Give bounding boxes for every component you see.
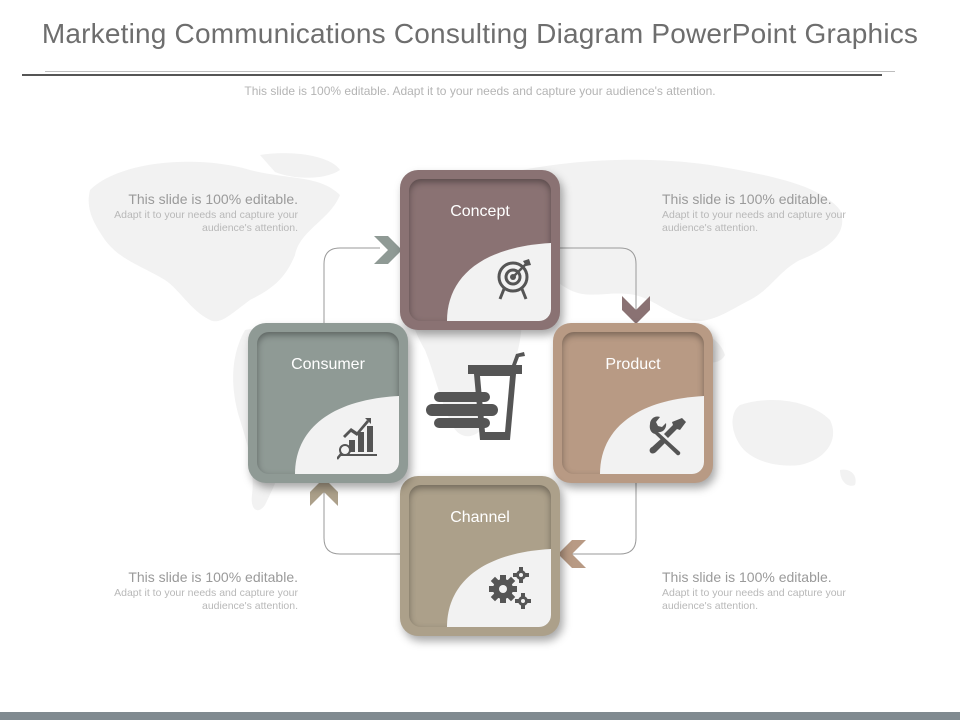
card-consumer: Consumer [248,323,408,483]
chart-magnifier-icon [337,418,377,460]
note-body: Adapt it to your needs and capture your … [114,209,298,234]
note-top-left: This slide is 100% editable. Adapt it to… [98,191,298,235]
note-title: This slide is 100% editable. [662,191,832,207]
title-rule-dark [22,74,882,76]
card-label: Channel [450,509,510,526]
note-title: This slide is 100% editable. [662,569,832,585]
chevron-up-icon [310,478,338,506]
chevron-right-icon [374,236,402,264]
tools-icon [649,416,686,456]
slide-title: Marketing Communications Consulting Diag… [41,18,919,49]
chevron-left-icon [558,540,586,568]
note-title: This slide is 100% editable. [128,569,298,585]
note-body: Adapt it to your needs and capture your … [662,587,846,612]
footer-bar [0,712,960,720]
card-concept: Concept [400,170,560,330]
card-label: Concept [450,203,510,220]
card-product: Product [553,323,713,483]
note-top-right: This slide is 100% editable. Adapt it to… [662,191,862,235]
card-label: Product [605,356,661,373]
note-body: Adapt it to your needs and capture your … [662,209,846,234]
note-bottom-left: This slide is 100% editable. Adapt it to… [98,569,298,613]
note-body: Adapt it to your needs and capture your … [114,587,298,612]
note-bottom-right: This slide is 100% editable. Adapt it to… [662,569,862,613]
gears-icon [489,567,531,609]
chevron-down-icon [622,296,650,324]
fast-food-icon [426,352,525,440]
card-label: Consumer [291,356,365,373]
card-channel: Channel [400,476,560,636]
note-title: This slide is 100% editable. [128,191,298,207]
slide-subtitle: This slide is 100% editable. Adapt it to… [244,84,716,98]
title-rule-light [45,71,895,72]
target-icon [497,259,531,300]
